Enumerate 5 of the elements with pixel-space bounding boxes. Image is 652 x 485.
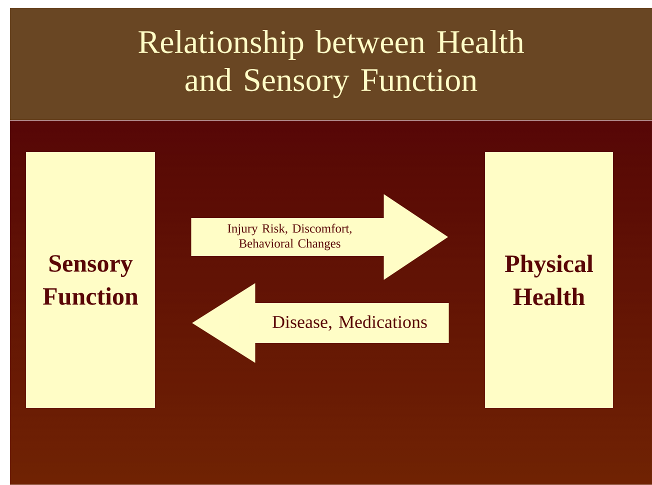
slide-title: Relationship between Health and Sensory Function [138,30,524,98]
edge-label: Disease, Medications [272,315,427,331]
text-box: Sensory Function [26,152,155,408]
edge-label: Injury Risk, Discomfort, Behavioral Changes [228,224,352,250]
text-box: Physical Health [485,152,613,408]
